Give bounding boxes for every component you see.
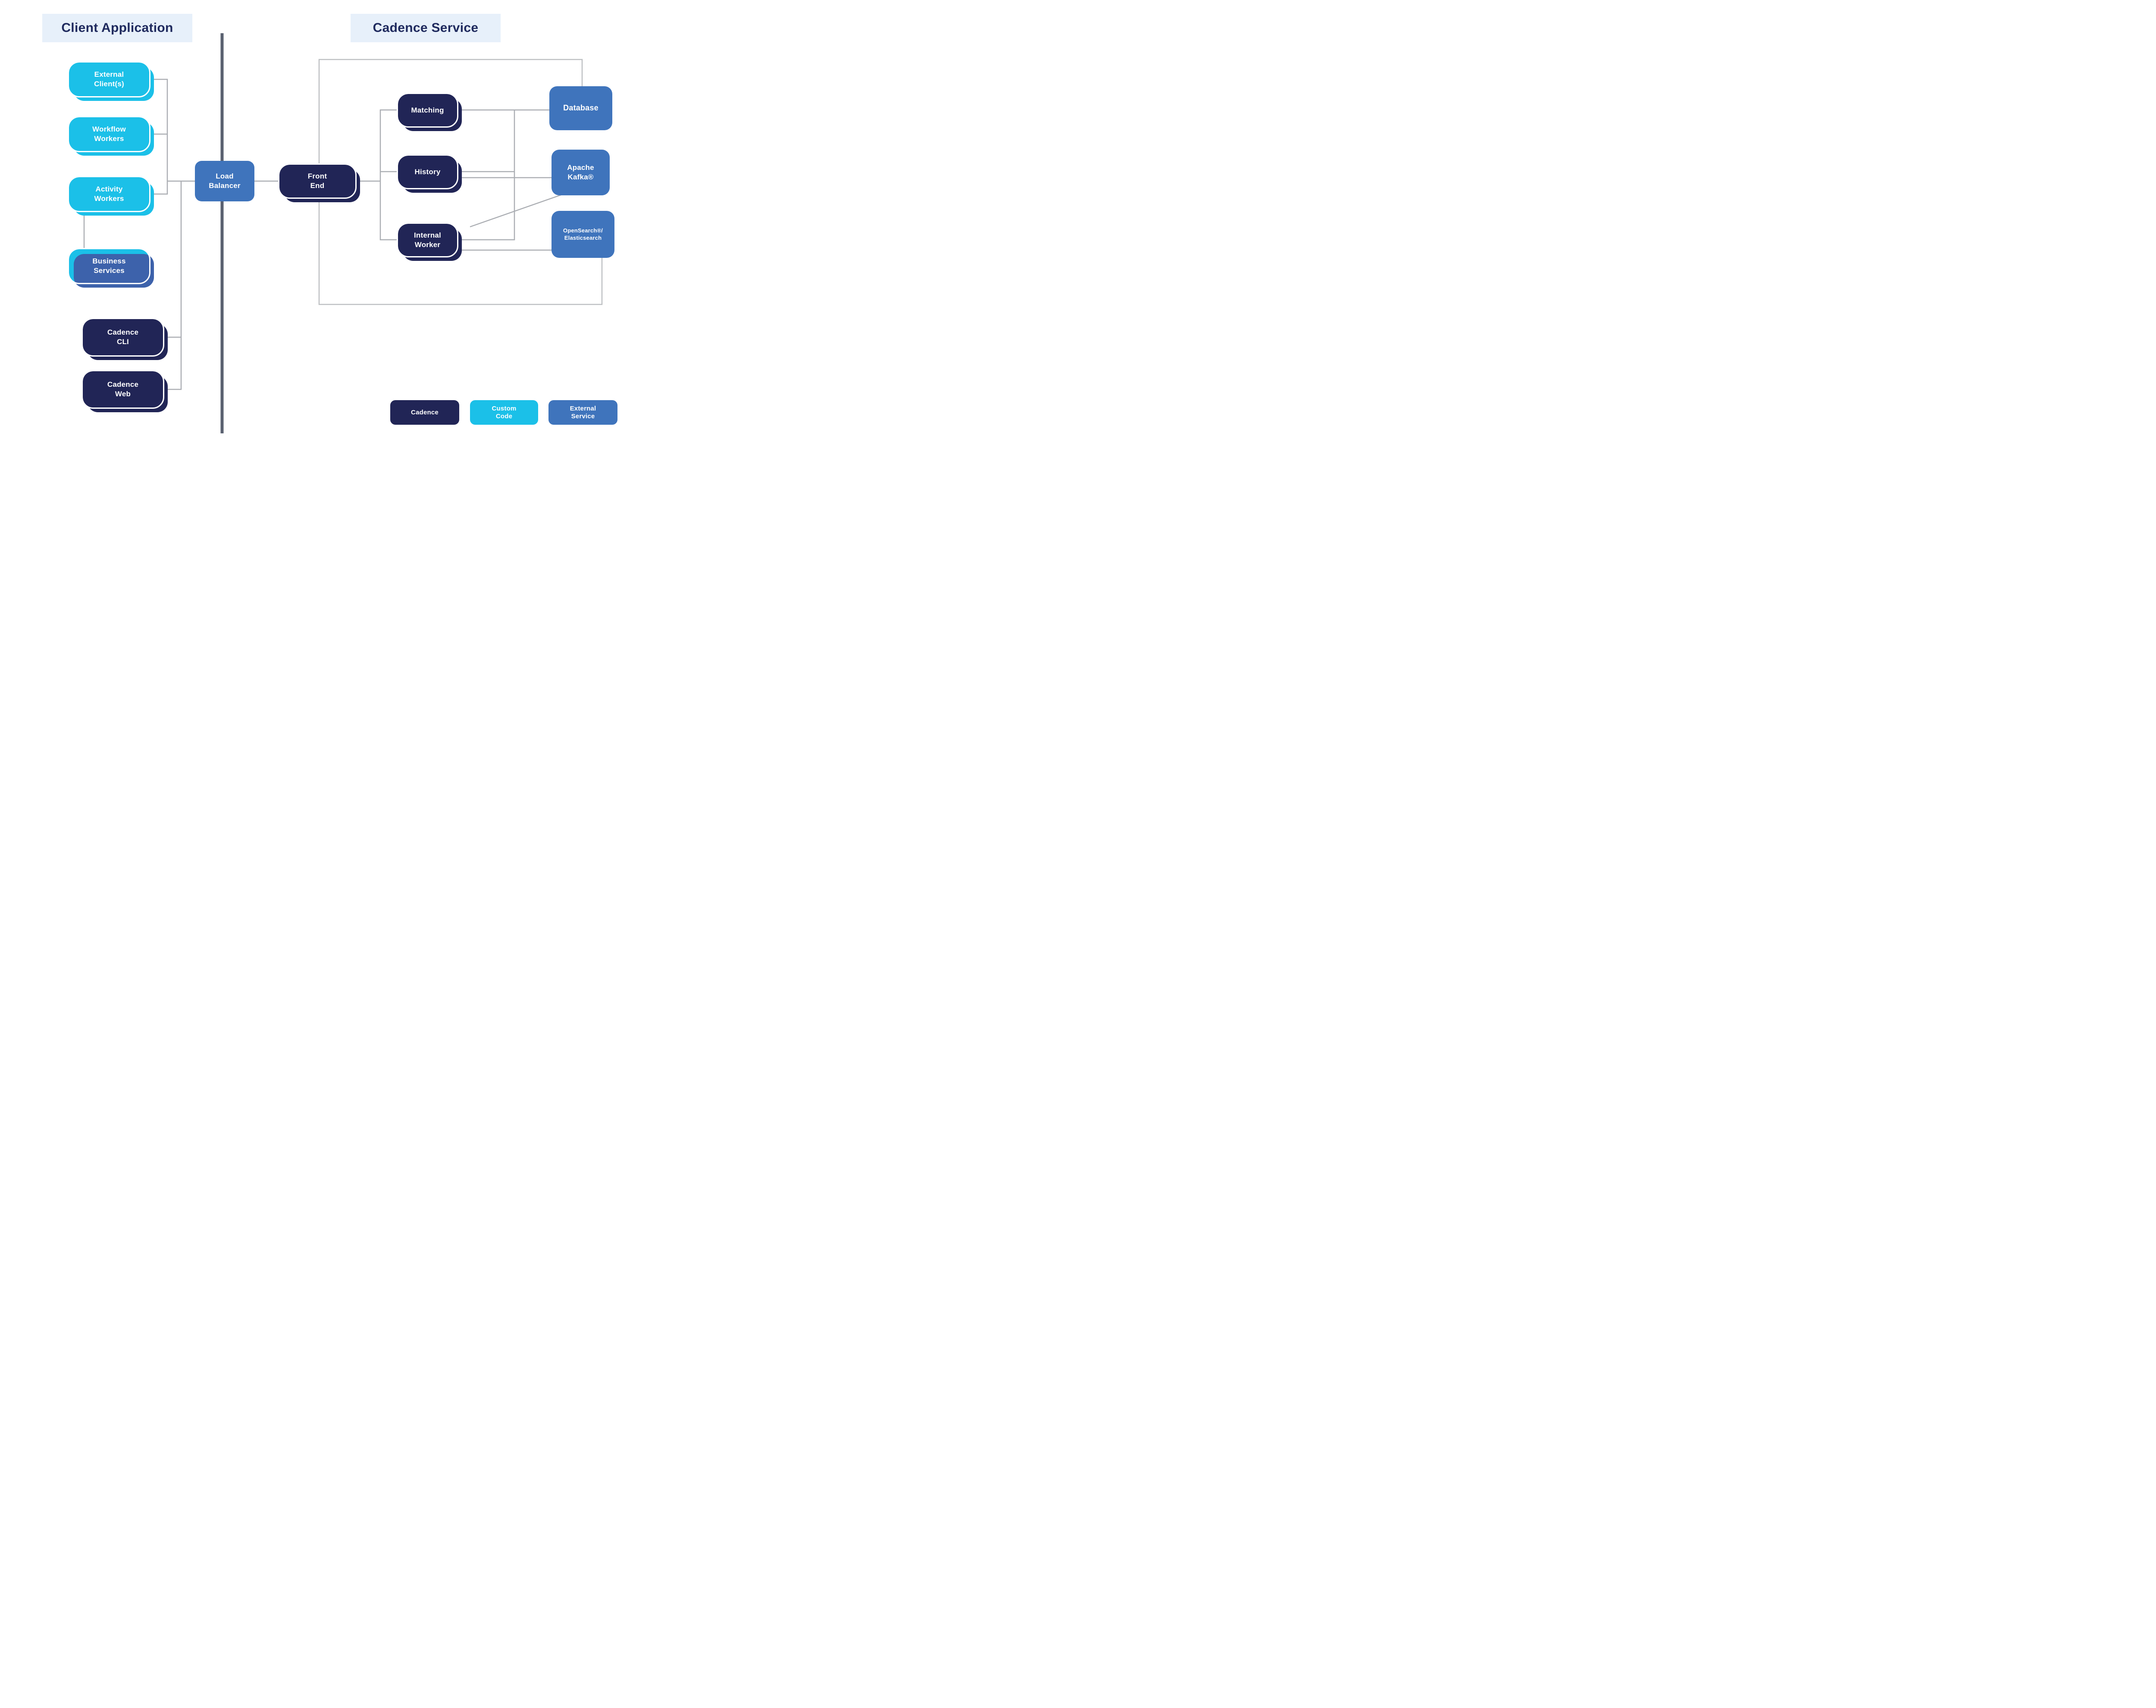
connector-lines bbox=[83, 78, 564, 390]
opensearch-elasticsearch-label: OpenSearch®/ Elasticsearch bbox=[563, 227, 603, 241]
matching-label: Matching bbox=[411, 106, 444, 114]
business-services-node: Business Services bbox=[68, 248, 150, 284]
legend-custom-code-label: Custom Code bbox=[492, 404, 517, 420]
cadence-service-title-text: Cadence Service bbox=[373, 21, 479, 35]
load-balancer-node: Load Balancer bbox=[195, 161, 254, 201]
cadence-service-title: Cadence Service bbox=[351, 14, 501, 42]
matching-node: Matching bbox=[397, 93, 458, 128]
opensearch-elasticsearch-node: OpenSearch®/ Elasticsearch bbox=[552, 211, 614, 258]
legend-external-service-label: External Service bbox=[570, 404, 596, 420]
cadence-cli-label: Cadence CLI bbox=[107, 328, 139, 346]
business-services-label: Business Services bbox=[92, 257, 126, 275]
history-label: History bbox=[414, 167, 441, 176]
activity-workers-label: Activity Workers bbox=[94, 185, 124, 203]
cadence-cli-node: Cadence CLI bbox=[81, 318, 164, 357]
client-application-title-text: Client Application bbox=[61, 21, 173, 35]
front-end-label: Front End bbox=[307, 172, 327, 190]
client-application-title: Client Application bbox=[42, 14, 192, 42]
legend-cadence-label: Cadence bbox=[411, 408, 439, 416]
line-internal-worker-to-kafka-diagonal bbox=[470, 193, 564, 228]
history-node: History bbox=[397, 154, 458, 189]
diagram-canvas: Client Application Cadence Service Exter… bbox=[0, 0, 667, 439]
cadence-web-node: Cadence Web bbox=[81, 370, 164, 409]
cadence-web-label: Cadence Web bbox=[107, 380, 139, 398]
apache-kafka-label: Apache Kafka® bbox=[567, 163, 594, 181]
apache-kafka-node: Apache Kafka® bbox=[552, 150, 610, 195]
internal-worker-label: Internal Worker bbox=[414, 231, 441, 249]
front-end-node: Front End bbox=[278, 163, 357, 199]
activity-workers-node: Activity Workers bbox=[68, 176, 150, 212]
legend-cadence: Cadence bbox=[390, 400, 459, 425]
connector-lines-layer bbox=[83, 33, 603, 433]
legend-custom-code: Custom Code bbox=[470, 400, 538, 425]
legend-external-service: External Service bbox=[548, 400, 617, 425]
workflow-workers-node: Workflow Workers bbox=[68, 116, 150, 152]
load-balancer-label: Load Balancer bbox=[209, 172, 241, 190]
external-clients-label: External Client(s) bbox=[94, 70, 124, 88]
workflow-workers-label: Workflow Workers bbox=[92, 125, 126, 143]
database-node: Database bbox=[549, 86, 612, 130]
external-clients-node: External Client(s) bbox=[68, 61, 150, 97]
internal-worker-node: Internal Worker bbox=[397, 223, 458, 257]
database-label: Database bbox=[563, 103, 599, 113]
